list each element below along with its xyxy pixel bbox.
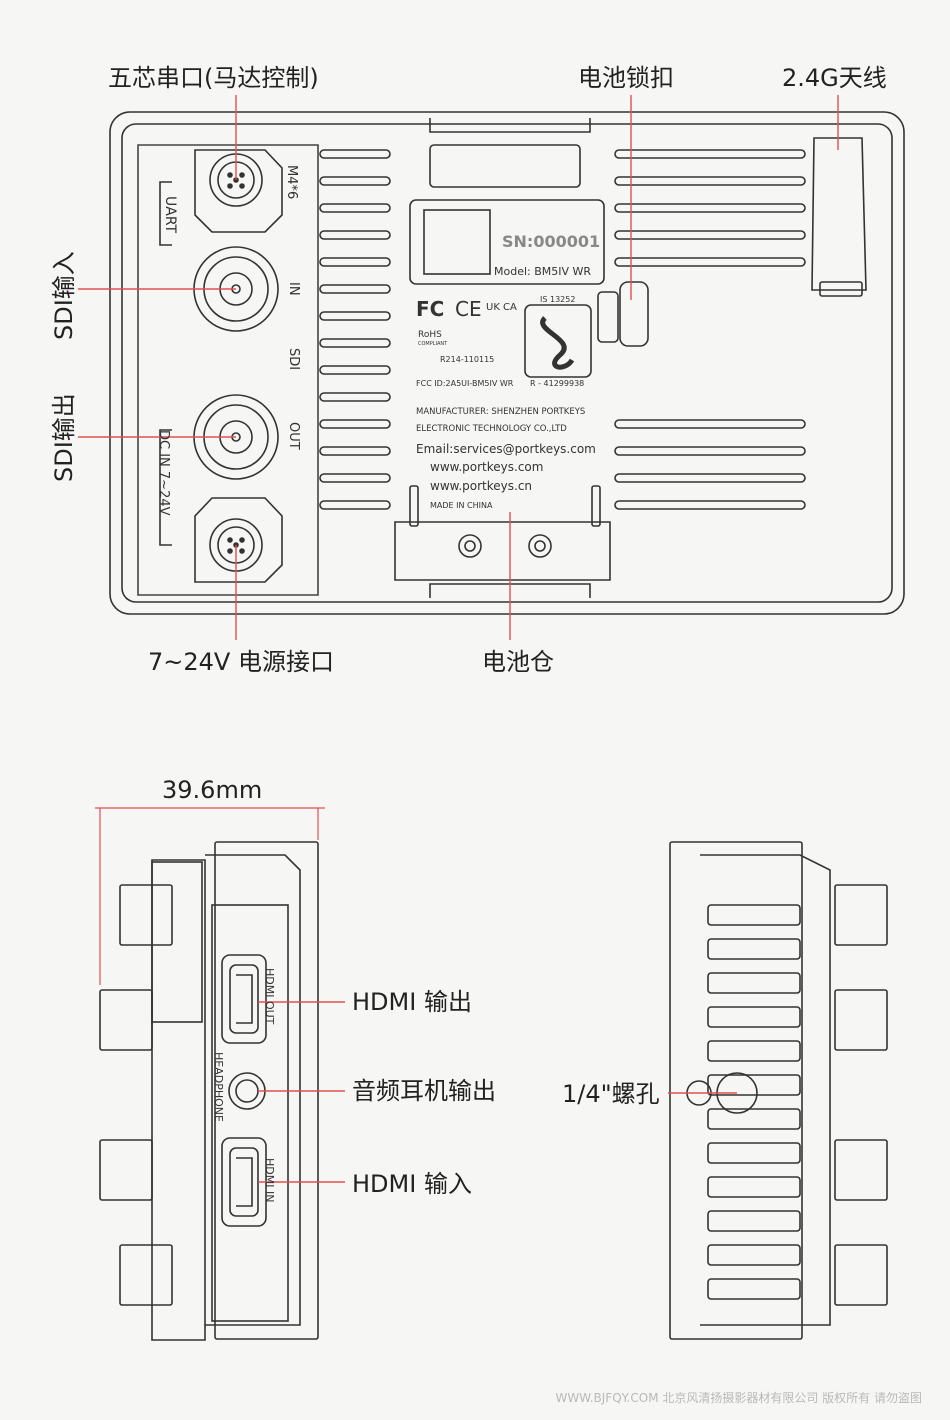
watermark: WWW.BJFQY.COM 北京风清扬摄影器材有限公司 版权所有 请勿盗图: [555, 1391, 923, 1405]
manufacturer-line2: ELECTRONIC TECHNOLOGY CO.,LTD: [416, 424, 567, 434]
mounting-ear: [834, 884, 888, 946]
cooling-slot: [614, 500, 806, 510]
heat-fin: [707, 1142, 801, 1164]
hdmi-out-port: [221, 954, 267, 1044]
antenna-callout: 2.4G天线: [782, 64, 887, 92]
cooling-slot: [319, 338, 391, 348]
cooling-slot: [319, 365, 391, 375]
dimension-label: 39.6mm: [162, 776, 263, 804]
battery-latch: [597, 281, 649, 347]
power-port-callout: 7~24V 电源接口: [148, 648, 334, 676]
fcc-mark: FC: [416, 297, 444, 321]
sdi-in-callout: SDI输入: [50, 251, 78, 340]
headphone-label: HEADPHONE: [212, 1052, 225, 1122]
cooling-slot: [319, 419, 391, 429]
rohs-sub: COMPLIANT: [418, 341, 448, 347]
cooling-slot: [319, 500, 391, 510]
antenna: [811, 137, 867, 297]
hdmi-out-callout: HDMI 输出: [352, 988, 472, 1016]
battery-latch-callout: 电池锁扣: [578, 64, 674, 92]
mounting-ears-right: [834, 884, 888, 1306]
screw-hole-callout: 1/4"螺孔: [562, 1080, 660, 1108]
sdi-label: SDI: [286, 348, 301, 370]
headphone-callout: 音频耳机输出: [352, 1077, 496, 1105]
uart-connector: [194, 149, 283, 233]
uart-label: UART: [162, 196, 178, 234]
heat-fin: [707, 1244, 801, 1266]
mounting-ear: [834, 1139, 888, 1201]
cooling-slot: [319, 257, 391, 267]
cooling-slot: [614, 203, 806, 213]
hdmi-in-label: HDMI IN: [263, 1158, 276, 1202]
cooling-slot: [319, 311, 391, 321]
heat-fin: [707, 904, 801, 926]
battery-compartment-callout: 电池仓: [482, 648, 554, 676]
r-number: R214-110115: [440, 355, 494, 364]
manufacturer-line1: MANUFACTURER: SHENZHEN PORTKEYS: [416, 407, 585, 417]
cooling-slot: [319, 149, 391, 159]
sdi-out-callout: SDI输出: [50, 393, 78, 482]
cooling-slot: [614, 473, 806, 483]
cooling-slots: [319, 149, 391, 510]
sdi-out-short-label: OUT: [286, 422, 301, 450]
website-1: www.portkeys.com: [430, 460, 543, 474]
cooling-slot: [319, 446, 391, 456]
is-number: IS 13252: [540, 295, 575, 304]
dc-in-label: DC IN 7~24V: [156, 430, 171, 516]
fcc-id: FCC ID:2A5UI-BM5IV WR: [416, 379, 514, 388]
heat-fin: [707, 1074, 801, 1096]
heat-fin: [707, 1176, 801, 1198]
heat-fin: [707, 1210, 801, 1232]
leader-lines: [78, 95, 839, 1183]
mounting-ear: [834, 989, 888, 1051]
cooling-slot: [319, 392, 391, 402]
cooling-slot: [614, 176, 806, 186]
dimension-line: [95, 807, 325, 985]
mounting-ear: [834, 1244, 888, 1306]
sdi-in-short-label: IN: [286, 282, 301, 296]
hdmi-in-callout: HDMI 输入: [352, 1170, 472, 1198]
heat-fin: [707, 1006, 801, 1028]
mounting-ear: [119, 884, 173, 946]
cooling-slot: [319, 203, 391, 213]
uart-port-callout: 五芯串口(马达控制): [108, 64, 319, 92]
m4-label: M4*6: [284, 165, 299, 199]
cooling-slot: [614, 230, 806, 240]
cooling-slot: [614, 419, 806, 429]
made-in: MADE IN CHINA: [430, 501, 493, 510]
mounting-ear: [99, 989, 153, 1051]
ukca-mark: UK CA: [486, 302, 517, 313]
back-view: [109, 111, 905, 615]
r-code: R - 41299938: [530, 379, 584, 388]
other-side-view: [669, 841, 888, 1340]
battery-compartment: [394, 485, 611, 581]
ce-mark: CE: [455, 297, 482, 321]
rohs-mark: RoHS: [418, 330, 442, 340]
website-2: www.portkeys.cn: [430, 479, 532, 493]
cooling-slot: [319, 176, 391, 186]
mounting-ear: [99, 1139, 153, 1201]
mounting-ears: [99, 884, 173, 1306]
dc-connector: [194, 497, 283, 583]
model-label: Model: BM5IV WR: [494, 265, 591, 278]
cooling-slot: [614, 446, 806, 456]
heat-fin: [707, 1108, 801, 1130]
heat-fin: [707, 938, 801, 960]
mounting-ear: [119, 1244, 173, 1306]
cooling-slot: [319, 284, 391, 294]
email: Email:services@portkeys.com: [416, 442, 596, 456]
cooling-slot: [614, 257, 806, 267]
hdmi-out-label: HDMI OUT: [263, 968, 276, 1025]
heat-fin: [707, 1278, 801, 1300]
cooling-slots-right: [614, 149, 806, 510]
cooling-slot: [319, 473, 391, 483]
cooling-slot: [614, 149, 806, 159]
side-view: [95, 807, 325, 1341]
label-sticker: [409, 199, 605, 378]
serial-number: SN:000001: [502, 232, 600, 251]
cooling-slot: [319, 230, 391, 240]
heat-fin: [707, 972, 801, 994]
heat-fin: [707, 1040, 801, 1062]
